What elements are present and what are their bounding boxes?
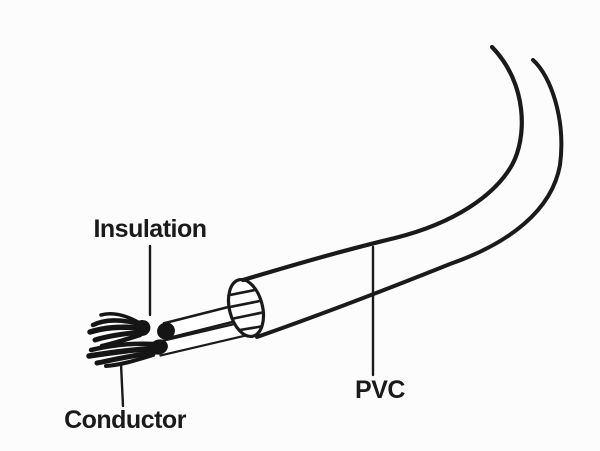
insulation-end-caps bbox=[133, 319, 175, 355]
conductor-leader-line bbox=[119, 362, 125, 408]
conductor-strands-lower bbox=[86, 341, 160, 368]
leader-lines bbox=[119, 244, 375, 408]
jacket-outline-inner bbox=[255, 58, 564, 339]
conductor-label: Conductor bbox=[64, 406, 186, 434]
jacket-outline-outer bbox=[240, 44, 524, 283]
insulation-label: Insulation bbox=[93, 215, 207, 243]
pvc-label: PVC bbox=[355, 376, 405, 404]
